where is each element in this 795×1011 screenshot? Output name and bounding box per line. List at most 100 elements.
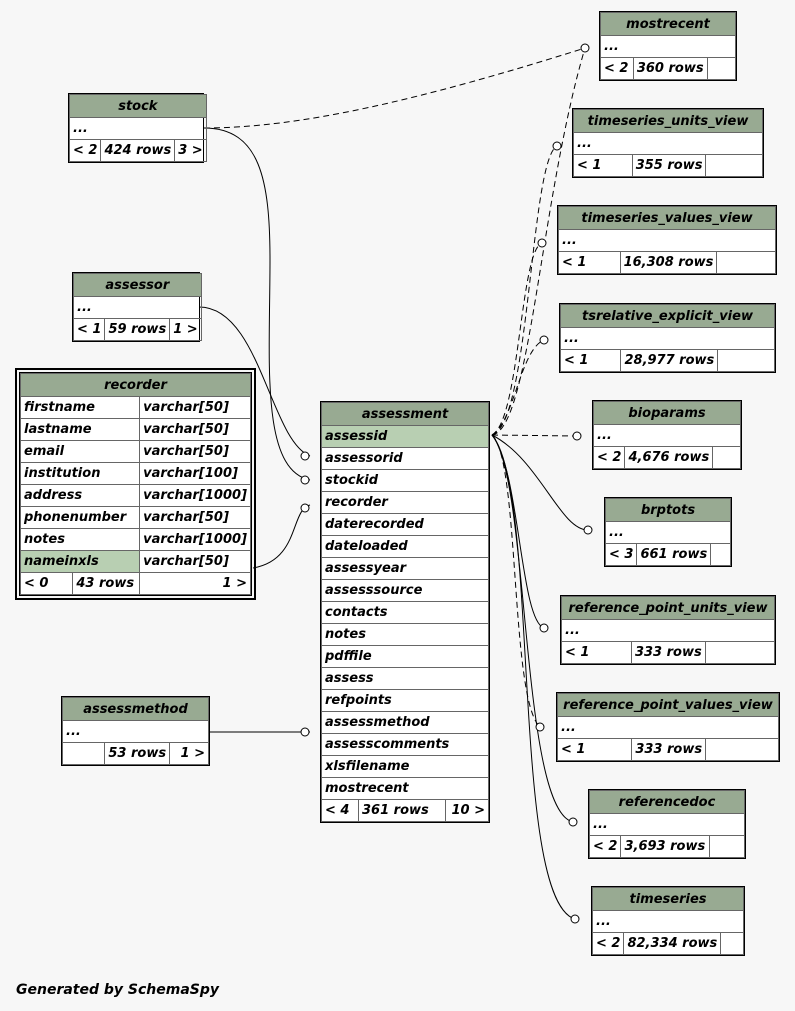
parents-count (705, 154, 763, 177)
table-title[interactable]: bioparams (593, 401, 741, 425)
table-assessment[interactable]: assessment assessid assessorid stockid r… (320, 401, 490, 823)
row-count: 424 rows (100, 139, 176, 162)
column-row: mostrecent (321, 777, 489, 800)
table-title[interactable]: mostrecent (600, 12, 736, 36)
table-title[interactable]: timeseries_values_view (558, 206, 776, 230)
column-type: varchar[1000] (139, 528, 251, 551)
column-name: notes (19, 528, 141, 551)
children-count: < 1 (559, 349, 622, 372)
table-title[interactable]: recorder (20, 373, 251, 397)
table-body: ... (605, 521, 731, 544)
table-body: ... (73, 296, 202, 319)
column-name: contacts (321, 601, 489, 624)
column-name: institution (19, 462, 141, 485)
column-name: email (19, 440, 141, 463)
table-title[interactable]: tsrelative_explicit_view (560, 304, 775, 328)
column-row: assessyear (321, 557, 489, 580)
children-count: < 3 (604, 543, 638, 566)
table-body: ... (557, 716, 779, 739)
column-type: varchar[50] (139, 396, 251, 419)
children-count: < 2 (68, 139, 102, 162)
children-count: < 0 (19, 572, 74, 595)
row-count: 333 rows (631, 738, 707, 761)
row-count: 16,308 rows (619, 251, 718, 274)
column-type: varchar[50] (139, 550, 251, 573)
row-count: 28,977 rows (620, 349, 719, 372)
row-count: 3,693 rows (620, 835, 710, 858)
column-row: xlsfilename (321, 755, 489, 778)
row-count: 59 rows (104, 318, 171, 341)
row-count: 43 rows (72, 572, 141, 595)
parents-count (710, 543, 731, 566)
column-name: stockid (321, 469, 489, 492)
table-title[interactable]: assessment (321, 402, 489, 426)
column-row: dateloaded (321, 535, 489, 558)
parents-count (712, 446, 741, 469)
column-name: assess (321, 667, 489, 690)
column-name: lastname (19, 418, 141, 441)
children-count: < 2 (592, 446, 626, 469)
parents-count: 1 > (169, 318, 202, 341)
children-count: < 1 (72, 318, 106, 341)
table-title[interactable]: reference_point_values_view (557, 693, 779, 717)
column-row: assesssource (321, 579, 489, 602)
table-title[interactable]: timeseries_units_view (573, 109, 763, 133)
column-type: varchar[50] (139, 418, 251, 441)
column-name: assessmethod (321, 711, 489, 734)
row-count: 53 rows (104, 742, 171, 765)
parents-count (720, 932, 744, 955)
column-name: pdffile (321, 645, 489, 668)
row-count: 661 rows (636, 543, 712, 566)
table-title[interactable]: assessmethod (62, 697, 209, 721)
parents-count (717, 349, 775, 372)
column-type: varchar[50] (139, 506, 251, 529)
column-row: assessid (321, 425, 489, 448)
column-name: phonenumber (19, 506, 141, 529)
table-title[interactable]: brptots (605, 498, 731, 522)
column-name: assesscomments (321, 733, 489, 756)
column-name: notes (321, 623, 489, 646)
column-name: xlsfilename (321, 755, 489, 778)
table-title[interactable]: referencedoc (589, 790, 745, 814)
table-title[interactable]: timeseries (592, 887, 744, 911)
column-row: assessmethod (321, 711, 489, 734)
column-row: refpoints (321, 689, 489, 712)
column-row: daterecorded (321, 513, 489, 536)
column-type: varchar[50] (139, 440, 251, 463)
parents-count: 1 > (139, 572, 251, 595)
table-title[interactable]: reference_point_units_view (561, 596, 775, 620)
row-count: 361 rows (358, 799, 446, 822)
children-count: < 2 (591, 932, 625, 955)
parents-count: 3 > (174, 139, 207, 162)
row-count: 4,676 rows (624, 446, 714, 469)
table-body: ... (62, 720, 209, 743)
children-count: < 4 (321, 799, 359, 822)
row-count: 360 rows (632, 57, 708, 80)
table-title[interactable]: assessor (73, 273, 202, 297)
column-name: assessyear (321, 557, 489, 580)
column-type: varchar[1000] (139, 484, 251, 507)
table-title[interactable]: stock (69, 94, 207, 118)
children-count: < 1 (558, 251, 621, 274)
